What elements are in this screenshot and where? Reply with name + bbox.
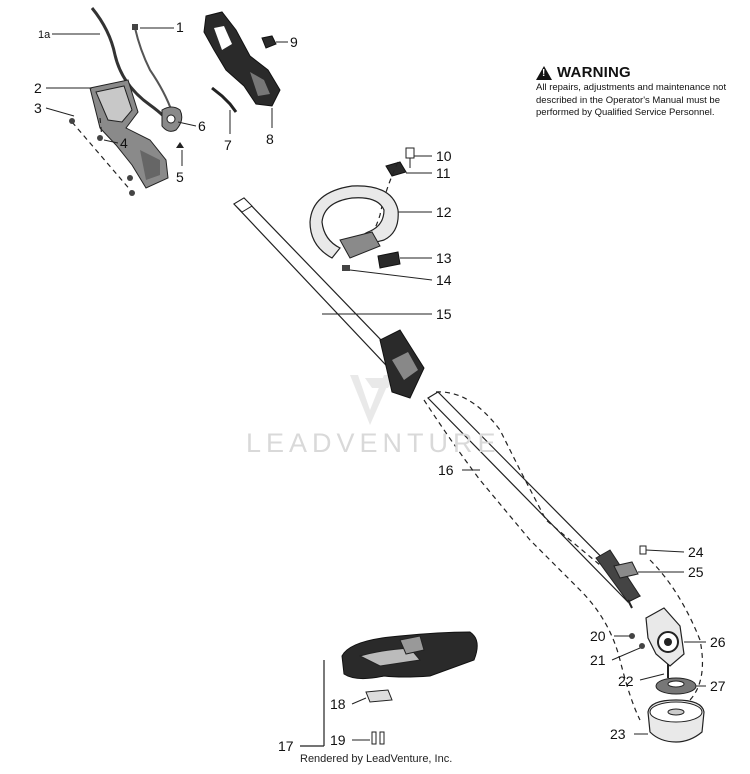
callout-20: 20	[590, 628, 606, 644]
part-9-clip	[261, 35, 277, 49]
warning-body: All repairs, adjustments and maintenance…	[536, 82, 727, 118]
part-24-screw	[639, 545, 647, 555]
watermark-text: LEADVENTURE	[246, 428, 501, 458]
part-4-screw	[97, 135, 103, 141]
callout-24: 24	[688, 544, 704, 560]
handle-guide-line	[359, 161, 399, 251]
callout-11: 11	[436, 165, 451, 181]
part-12-assist-handle	[309, 185, 399, 259]
part-13-handle-clamp	[377, 251, 401, 269]
callout-1a: 1a	[38, 29, 51, 41]
callout-15: 15	[436, 306, 452, 322]
callout-9: 9	[290, 34, 298, 50]
part-7-spring	[211, 86, 238, 113]
callout-22: 22	[618, 673, 634, 689]
callout-26: 26	[710, 634, 726, 650]
callout-10: 10	[436, 148, 452, 164]
part-10-screw	[405, 147, 415, 168]
head-guide-right	[649, 559, 704, 701]
callout-14: 14	[436, 272, 452, 288]
watermark-logo	[350, 375, 395, 425]
callout-12: 12	[436, 204, 452, 220]
part-5-nut	[176, 142, 184, 148]
warning-title-row: ! WARNING	[536, 64, 736, 81]
part-14-nut	[342, 265, 350, 271]
part-23-trimmer-head	[647, 699, 705, 743]
part-11-knob	[385, 161, 407, 177]
callout-27: 27	[710, 678, 726, 694]
shaft-guide-upper	[435, 391, 601, 566]
part-3c-screw	[129, 190, 135, 196]
callout-3: 3	[34, 100, 42, 116]
callout-6: 6	[198, 118, 206, 134]
callout-2: 2	[34, 80, 42, 96]
part-20-screw	[629, 633, 635, 639]
part-17-bracket	[300, 660, 325, 747]
callout-1: 1	[176, 19, 184, 35]
part-6-throttle-trigger	[161, 106, 183, 132]
shaft-guide-lower	[423, 399, 641, 721]
part-19-screws	[371, 731, 385, 745]
part-21-screw	[639, 643, 645, 649]
part-2-handle-housing	[89, 79, 169, 189]
part-27-washer	[655, 677, 697, 695]
callout-19: 19	[330, 732, 346, 748]
part-18-blade	[365, 689, 393, 703]
callout-16: 16	[438, 462, 454, 478]
callout-labels: 1a 1 2 3 4 5 6 7 8 9 10 11 12 13 14 15 1…	[34, 19, 726, 754]
part-3-screw	[69, 118, 75, 124]
render-credit: Rendered by LeadVenture, Inc.	[300, 753, 453, 765]
part-15-upper-shaft	[233, 197, 425, 399]
callout-17: 17	[278, 738, 294, 754]
callout-4: 4	[120, 135, 128, 151]
part-26-gear-head	[645, 607, 685, 667]
callout-7: 7	[224, 137, 232, 153]
warning-title: WARNING	[557, 64, 631, 81]
part-3b-screw	[127, 175, 133, 181]
part-25-shield-bracket	[613, 561, 639, 579]
warning-notice: ! WARNING All repairs, adjustments and m…	[536, 64, 736, 120]
part-16-lower-shaft	[427, 391, 642, 609]
callout-5: 5	[176, 169, 184, 185]
leader-lines	[45, 27, 706, 741]
callout-21: 21	[590, 652, 606, 668]
callout-13: 13	[436, 250, 452, 266]
callout-25: 25	[688, 564, 704, 580]
warning-triangle-icon: !	[536, 65, 552, 80]
callout-18: 18	[330, 696, 346, 712]
part-8-rear-handle	[203, 11, 281, 107]
part-1-stop-wire	[132, 24, 173, 113]
part-17-debris-shield	[341, 631, 478, 680]
callout-23: 23	[610, 726, 626, 742]
callout-8: 8	[266, 131, 274, 147]
screw-guide-lines	[71, 117, 133, 193]
